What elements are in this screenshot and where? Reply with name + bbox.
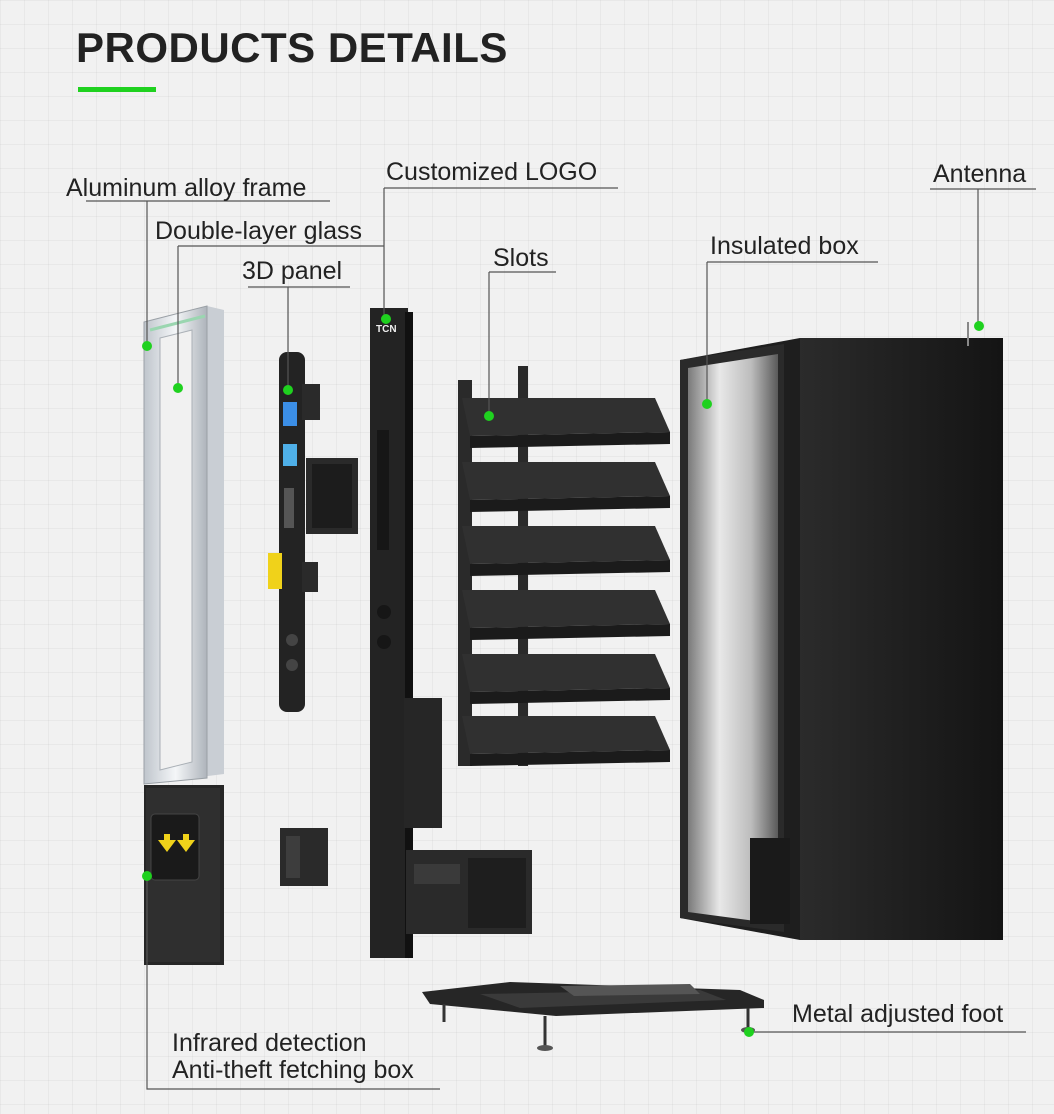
slots-rack [458, 366, 670, 766]
callout-dot-3d-panel [283, 385, 293, 395]
label-insulated-box: Insulated box [710, 232, 859, 260]
callout-dot-customized-logo [381, 314, 391, 324]
callout-dot-slots [484, 411, 494, 421]
label-metal-adjusted-foot: Metal adjusted foot [792, 1000, 1004, 1028]
label-customized-logo: Customized LOGO [386, 158, 598, 186]
label-double-layer-glass: Double-layer glass [155, 217, 363, 245]
label-antenna: Antenna [933, 160, 1027, 188]
insulated-cabinet [680, 322, 1003, 940]
callout-dot-aluminum-frame [142, 341, 152, 351]
slot-tray [462, 716, 670, 766]
3d-panel-part [268, 352, 358, 886]
callout-dot-infrared [142, 871, 152, 881]
callout-dot-double-layer-glass [173, 383, 183, 393]
fetching-box-part [144, 785, 224, 965]
aluminum-frame-part [143, 305, 224, 785]
callout-dot-insulated-box [702, 399, 712, 409]
title-underline [78, 87, 156, 92]
slot-tray [462, 654, 670, 704]
leader-infrared [146, 876, 440, 1090]
label-infrared-line2: Anti-theft fetching box [172, 1056, 414, 1084]
label-infrared-line1: Infrared detection [172, 1029, 367, 1057]
slot-tray [462, 462, 670, 512]
label-slots: Slots [493, 244, 549, 272]
slot-tray [462, 590, 670, 640]
label-infrared-detection: Infrared detection Anti-theft fetching b… [172, 1030, 414, 1084]
callout-dot-metal-foot [744, 1027, 754, 1037]
slot-tray [462, 526, 670, 576]
callout-dot-antenna [974, 321, 984, 331]
leader-lines [86, 187, 1036, 1090]
front-logo-column: TCN [370, 308, 532, 958]
slot-tray [462, 398, 670, 448]
column-logo-text: TCN [376, 324, 397, 335]
page-title: PRODUCTS DETAILS [76, 24, 508, 71]
base-frame [422, 982, 764, 1051]
label-aluminum-alloy-frame: Aluminum alloy frame [66, 174, 307, 202]
label-3d-panel: 3D panel [242, 257, 343, 285]
